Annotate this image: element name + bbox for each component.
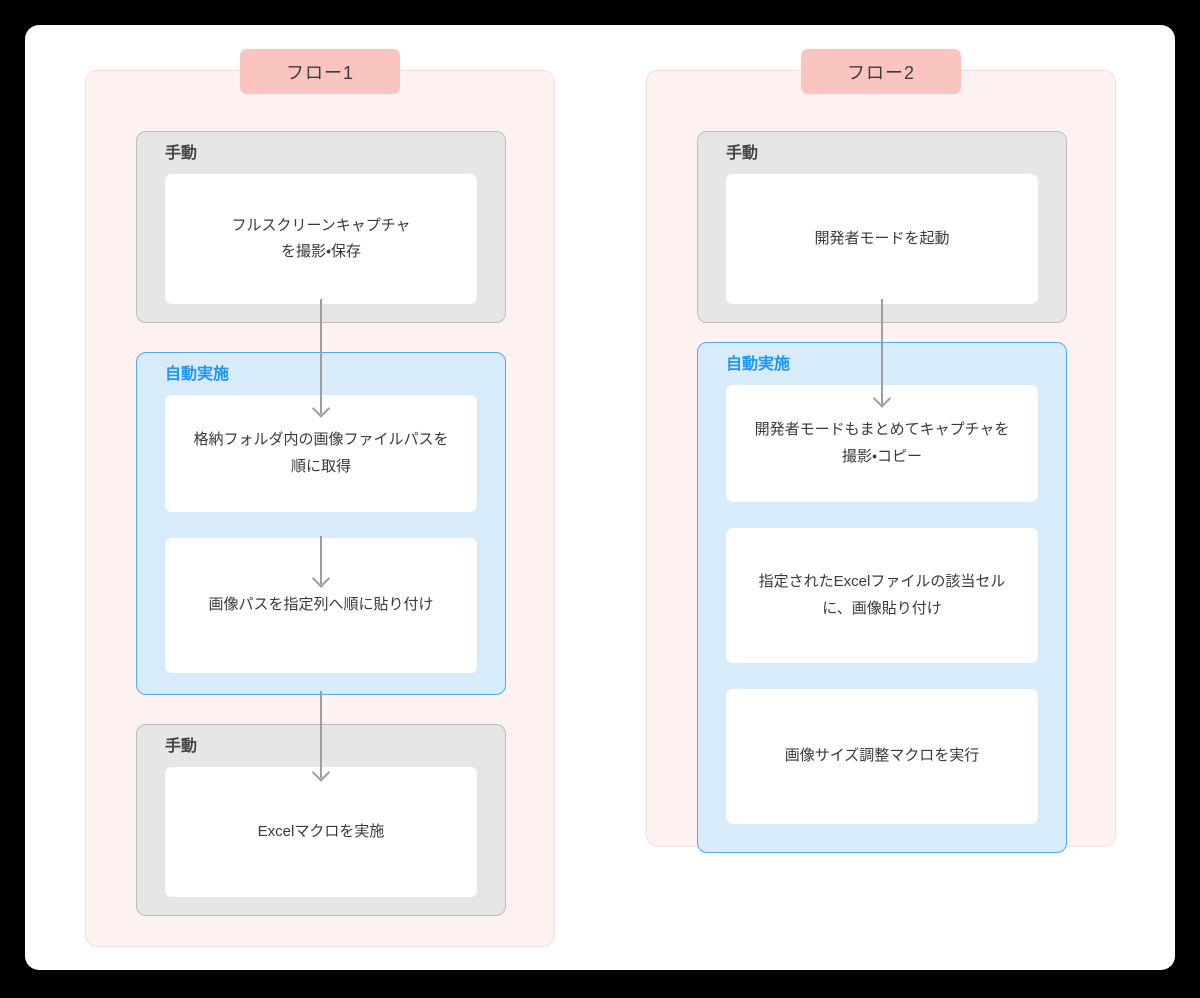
step-card: 指定されたExcelファイルの該当セル に、画像貼り付け [726, 528, 1038, 663]
step-text: Excelマクロを実施 [257, 822, 385, 840]
step-card: Excelマクロを実施 [165, 767, 477, 897]
step-text: 開発者モードを起動 [814, 229, 950, 247]
step-text: 開発者モードもまとめてキャプチャを 撮影・コピー [754, 421, 1010, 465]
connector-arrow [320, 299, 322, 414]
step-text: 画像パスを指定列へ順に貼り付け [208, 596, 434, 614]
step-card: 格納フォルダ内の画像ファイルパスを 順に取得 [165, 395, 477, 512]
flow-title-badge-1: フロー1 [240, 49, 400, 94]
group-label-manual: 手動 [165, 738, 198, 755]
group-label-manual: 手動 [165, 145, 198, 162]
flow-container-2: フロー2 手動 開発者モードを起動 自動実施 開発者モードもまとめてキャプチャを… [646, 49, 1116, 853]
step-text: フルスクリーンキャプチャ を撮影・保存 [231, 216, 411, 260]
step-card: 画像サイズ調整マクロを実行 [726, 689, 1038, 824]
group-manual-f2: 手動 開発者モードを起動 [697, 131, 1067, 323]
connector-arrow [881, 299, 883, 404]
step-card: フルスクリーンキャプチャ を撮影・保存 [165, 174, 477, 304]
connector-arrow [320, 536, 322, 584]
diagram-canvas: フロー1 手動 フルスクリーンキャプチャ を撮影・保存 自動実施 格納フォルダ内… [25, 25, 1175, 970]
group-label-auto: 自動実施 [726, 356, 791, 373]
group-label-manual: 手動 [726, 145, 759, 162]
flow-title-badge-2: フロー2 [801, 49, 961, 94]
step-text: 指定されたExcelファイルの該当セル に、画像貼り付け [758, 573, 1006, 617]
group-label-auto: 自動実施 [165, 366, 230, 383]
step-text: 格納フォルダ内の画像ファイルパスを 順に取得 [193, 431, 449, 475]
group-manual-f1-1: 手動 フルスクリーンキャプチャ を撮影・保存 [136, 131, 506, 323]
connector-arrow [320, 691, 322, 778]
step-text: 画像サイズ調整マクロを実行 [784, 747, 980, 765]
step-card: 開発者モードを起動 [726, 174, 1038, 304]
flow-container-1: フロー1 手動 フルスクリーンキャプチャ を撮影・保存 自動実施 格納フォルダ内… [85, 49, 555, 947]
group-auto-f2: 自動実施 開発者モードもまとめてキャプチャを 撮影・コピー 指定されたExcel… [697, 342, 1067, 853]
